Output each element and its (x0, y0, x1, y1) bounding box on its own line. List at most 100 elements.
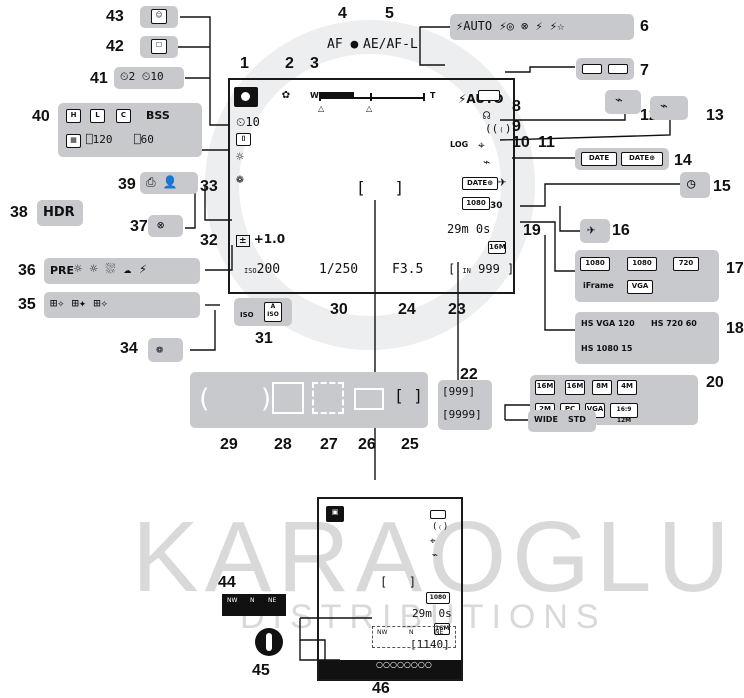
callout-35: 35 (18, 296, 36, 313)
movie-fps: 30 (490, 201, 503, 211)
smile-timer-icon: ☺ (151, 9, 167, 24)
panorama-pill: WIDE STD (528, 410, 596, 432)
focus-bracket-bottom: [ ] (380, 575, 417, 589)
compass-dial-45 (255, 628, 283, 656)
callout-14: 14 (674, 152, 692, 169)
callout-13: 13 (706, 107, 724, 124)
hs-720: HS 720 60 (651, 319, 697, 328)
gps-icon: ⌖ (478, 138, 485, 152)
callout-7: 7 (640, 62, 649, 79)
callout-40: 40 (32, 108, 50, 125)
callout-23: 23 (448, 301, 466, 318)
color-options-icon: ❁ (236, 172, 244, 187)
af-area-pill: ( ) [ ] (190, 372, 428, 428)
callout-44: 44 (218, 574, 236, 591)
vr-icon-bottom: (₍) (432, 522, 449, 532)
callout-1: 1 (240, 55, 249, 72)
bottom-black-bar (319, 660, 461, 679)
callout-3: 3 (310, 55, 319, 72)
hs-movie-pill: HS VGA 120 HS 720 60 HS 1080 15 (575, 312, 719, 364)
color-effect-pill: ❁ (148, 338, 183, 362)
callout-26: 26 (358, 436, 376, 453)
flash-options-pill: ⚡AUTO ⚡◎ ⊗ ⚡ ⚡☆ (450, 14, 634, 40)
std-label: STD (568, 415, 586, 424)
callout-27: 27 (320, 436, 338, 453)
backlight-pill: ⊗ (148, 215, 183, 237)
callout-34: 34 (120, 340, 138, 357)
clock-pill: ◷ (680, 172, 710, 198)
aperture-value: F3.5 (392, 262, 424, 277)
focus-area-bracket: [ ] (356, 178, 405, 197)
vibration-reduction-icon: ((₍) (485, 122, 512, 135)
exposures-remaining: [ IN 999 ] (448, 262, 515, 276)
callout-43: 43 (106, 8, 124, 25)
callout-30: 30 (330, 301, 348, 318)
date-imprint-icon: DATE⊕ (462, 177, 498, 190)
callout-42: 42 (106, 38, 124, 55)
callout-8: 8 (512, 98, 521, 115)
zoom-marker-left: △ (318, 104, 325, 113)
monitor-display-shooting (228, 78, 515, 294)
camera-mode-icon (234, 87, 258, 107)
focus-indicator: AF ● (327, 37, 359, 52)
movie-options-pill: 1080 1080 720 iFrame VGA (575, 250, 719, 302)
callout-45: 45 (252, 662, 270, 679)
hs-vga: HS VGA 120 (581, 319, 635, 328)
continuous-options-pill: H L C BSS ▦ ⎕120 ⎕60 (58, 103, 202, 157)
battery-icon (478, 90, 500, 101)
callout-4: 4 (338, 5, 347, 22)
exposure-compensation: ± +1.0 (236, 232, 285, 247)
callout-36: 36 (18, 262, 36, 279)
callout-10: 10 (512, 134, 530, 151)
hs-1080: HS 1080 15 (581, 344, 633, 353)
hdr-pill: HDR (37, 200, 83, 226)
callout-17: 17 (726, 260, 744, 277)
iso-sensitivity: ISO200 (244, 262, 281, 277)
callout-41: 41 (90, 70, 108, 87)
callout-15: 15 (713, 178, 731, 195)
zoom-indicator: W T (310, 91, 440, 103)
callout-9: 9 (512, 118, 521, 135)
callout-18: 18 (726, 320, 744, 337)
callout-6: 6 (640, 18, 649, 35)
image-size-icon: 16M (488, 241, 506, 254)
battery-icon-bottom (430, 510, 446, 519)
vga-icon: VGA (627, 280, 653, 294)
compass-scale-44: NW N NE (222, 594, 286, 616)
callout-5: 5 (385, 5, 394, 22)
log-indicator: LOG (450, 140, 469, 149)
monitor-display-compass (317, 497, 463, 681)
eye-fi-pill: ⌁ (605, 90, 641, 114)
movie-mode-bottom: 1080 (426, 592, 450, 604)
callout-19: 19 (523, 222, 541, 239)
gps-icon-bottom: ⌖ (430, 536, 436, 547)
smile-timer-pill: ☺ (140, 6, 178, 28)
pet-release-pill: ☐ (140, 36, 178, 58)
compass-display-bottom: NW N NE (372, 626, 456, 648)
callout-28: 28 (274, 436, 292, 453)
wide-label: WIDE (534, 415, 558, 424)
af-center-bracket: [ ] (394, 386, 423, 405)
callout-2: 2 (285, 55, 294, 72)
self-timer-options: ⏲2 ⏲10 (120, 70, 164, 83)
callout-32: 32 (200, 232, 218, 249)
scene-auto-icon: ▣ (326, 506, 344, 522)
movie-remaining-time: 29m 0s (447, 222, 491, 236)
white-balance-pill: PRE ☼ ☼ ⛆ ☁ ⚡ (44, 258, 200, 284)
hdr-label: HDR (43, 205, 75, 220)
remote-icon: ☐ (151, 39, 167, 54)
af-manual-box (354, 388, 384, 410)
callout-16: 16 (612, 222, 630, 239)
macro-icon: ✿ (282, 87, 290, 102)
bss-label: BSS (146, 109, 170, 122)
zoom-marker-mid: △ (366, 104, 373, 113)
self-timer-indicator: ⏲10 (236, 115, 260, 129)
callout-11: 11 (538, 134, 555, 151)
zoom-t-label: T (430, 91, 436, 100)
eye-fi-icon-bottom: ⌁ (432, 550, 439, 561)
callout-33: 33 (200, 178, 218, 195)
self-timer-pill: ⏲2 ⏲10 (114, 67, 184, 89)
callout-22: 22 (460, 366, 478, 383)
